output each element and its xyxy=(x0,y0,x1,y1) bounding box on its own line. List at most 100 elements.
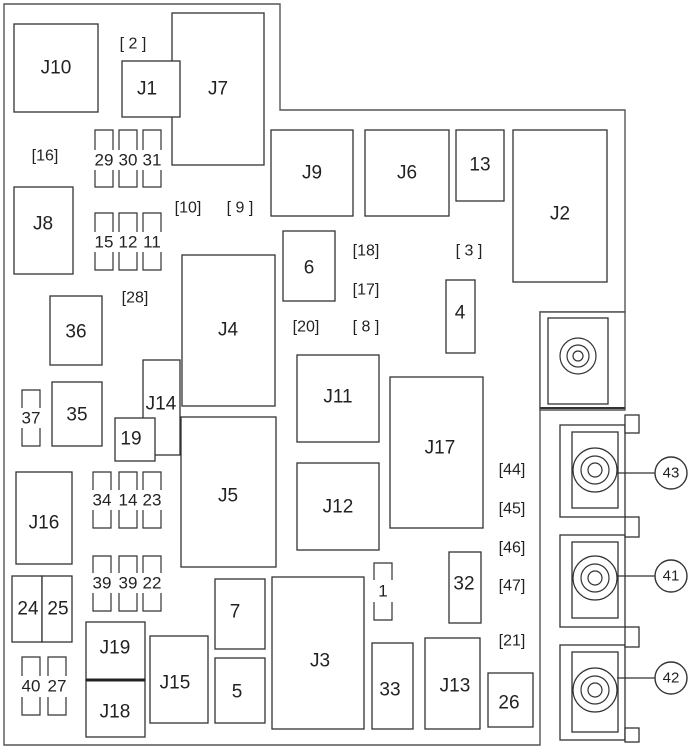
svg-text:J7: J7 xyxy=(208,79,228,100)
fuse-7: 7 xyxy=(214,578,266,650)
slot-21: [21] xyxy=(499,633,526,650)
relay-J9: J9 xyxy=(270,129,354,217)
svg-text:13: 13 xyxy=(469,155,490,176)
svg-text:22: 22 xyxy=(143,574,162,593)
svg-text:39: 39 xyxy=(93,574,112,593)
slot-10: [10] xyxy=(175,200,202,217)
svg-text:J10: J10 xyxy=(41,58,72,79)
mini-fuse-15: 15 xyxy=(94,212,114,271)
slot-46: [46] xyxy=(499,540,526,557)
slot-8: [ 8 ] xyxy=(353,319,380,336)
relay-J3: J3 xyxy=(271,576,365,730)
fuse-36: 36 xyxy=(49,295,103,366)
relay-J16: J16 xyxy=(15,471,73,565)
svg-text:4: 4 xyxy=(455,303,466,324)
mini-fuse-34: 34 xyxy=(92,471,112,529)
relay-J4: J4 xyxy=(181,254,276,407)
relay-J7: J7 xyxy=(171,12,265,166)
svg-text:J18: J18 xyxy=(100,702,131,723)
svg-text:41: 41 xyxy=(663,568,680,585)
relay-J2: J2 xyxy=(512,129,608,283)
svg-text:19: 19 xyxy=(120,429,141,450)
slot-2: [ 2 ] xyxy=(120,36,147,53)
relay-J17: J17 xyxy=(389,376,484,529)
callout-43: 43 xyxy=(654,456,688,490)
mini-fuse-23: 23 xyxy=(142,471,162,529)
svg-text:37: 37 xyxy=(22,409,41,428)
fuse-4: 4 xyxy=(445,279,476,354)
svg-text:23: 23 xyxy=(143,491,162,510)
svg-text:12: 12 xyxy=(119,233,138,252)
terminal-bracket xyxy=(539,311,626,411)
svg-text:J11: J11 xyxy=(323,387,352,408)
svg-text:J12: J12 xyxy=(323,497,354,518)
mini-fuse-39-right: 39 xyxy=(118,555,138,612)
svg-text:33: 33 xyxy=(379,680,400,701)
mini-fuse-37: 37 xyxy=(21,389,41,447)
fuse-24: 24 xyxy=(11,575,43,643)
svg-text:14: 14 xyxy=(119,491,138,510)
svg-text:J17: J17 xyxy=(425,438,456,459)
svg-text:J19: J19 xyxy=(100,638,131,659)
svg-text:J4: J4 xyxy=(218,320,239,341)
relay-J12: J12 xyxy=(296,462,380,551)
mini-fuse-22: 22 xyxy=(142,555,162,612)
svg-text:35: 35 xyxy=(66,405,87,426)
fuse-13: 13 xyxy=(455,129,505,202)
relay-J13: J13 xyxy=(424,637,481,730)
svg-text:24: 24 xyxy=(17,599,39,620)
fuse-19: 19 xyxy=(114,417,156,462)
svg-text:32: 32 xyxy=(453,574,474,595)
mini-fuse-27: 27 xyxy=(47,656,67,716)
svg-text:25: 25 xyxy=(47,599,68,620)
svg-text:26: 26 xyxy=(498,693,519,714)
mini-fuse-30: 30 xyxy=(118,129,138,188)
slot-47: [47] xyxy=(499,578,526,595)
svg-text:1: 1 xyxy=(378,582,387,601)
svg-text:J5: J5 xyxy=(218,486,238,507)
slot-18: [18] xyxy=(353,243,380,260)
svg-text:J15: J15 xyxy=(160,673,191,694)
svg-text:27: 27 xyxy=(48,677,67,696)
terminal-post-41 xyxy=(559,516,655,628)
svg-text:J8: J8 xyxy=(33,214,53,235)
mini-fuse-1: 1 xyxy=(373,562,393,621)
svg-text:5: 5 xyxy=(232,682,243,703)
svg-text:36: 36 xyxy=(65,322,86,343)
fuse-26: 26 xyxy=(487,672,534,728)
slot-44: [44] xyxy=(499,462,526,479)
relay-J10: J10 xyxy=(13,23,99,113)
svg-text:29: 29 xyxy=(95,151,114,170)
slot-45: [45] xyxy=(499,501,526,518)
relay-J19: J19 xyxy=(85,621,146,681)
slot-17: [17] xyxy=(353,282,380,299)
svg-text:J16: J16 xyxy=(29,513,60,534)
svg-text:15: 15 xyxy=(95,233,114,252)
mini-fuse-40: 40 xyxy=(21,656,41,716)
relay-J15: J15 xyxy=(149,635,209,724)
slot-3: [ 3 ] xyxy=(456,243,483,260)
fuse-25: 25 xyxy=(41,575,73,643)
relay-J8: J8 xyxy=(13,186,74,275)
terminal-post-42 xyxy=(559,626,655,743)
terminal-post-43 xyxy=(559,414,655,518)
svg-text:40: 40 xyxy=(22,677,41,696)
relay-J1: J1 xyxy=(121,60,181,118)
fuse-35: 35 xyxy=(51,381,103,447)
fuse-33: 33 xyxy=(371,642,414,730)
mini-fuse-29: 29 xyxy=(94,129,114,188)
svg-text:39: 39 xyxy=(119,574,138,593)
svg-text:J13: J13 xyxy=(440,676,471,697)
slot-20: [20] xyxy=(293,319,320,336)
mini-fuse-11: 11 xyxy=(142,212,162,271)
svg-text:34: 34 xyxy=(93,491,112,510)
svg-text:42: 42 xyxy=(663,670,680,687)
svg-text:J6: J6 xyxy=(397,163,417,184)
relay-J5: J5 xyxy=(180,416,277,568)
svg-text:31: 31 xyxy=(143,151,162,170)
svg-text:43: 43 xyxy=(663,465,680,482)
mini-fuse-39-left: 39 xyxy=(92,555,112,612)
callout-41: 41 xyxy=(654,559,688,593)
slot-16: [16] xyxy=(32,148,59,165)
